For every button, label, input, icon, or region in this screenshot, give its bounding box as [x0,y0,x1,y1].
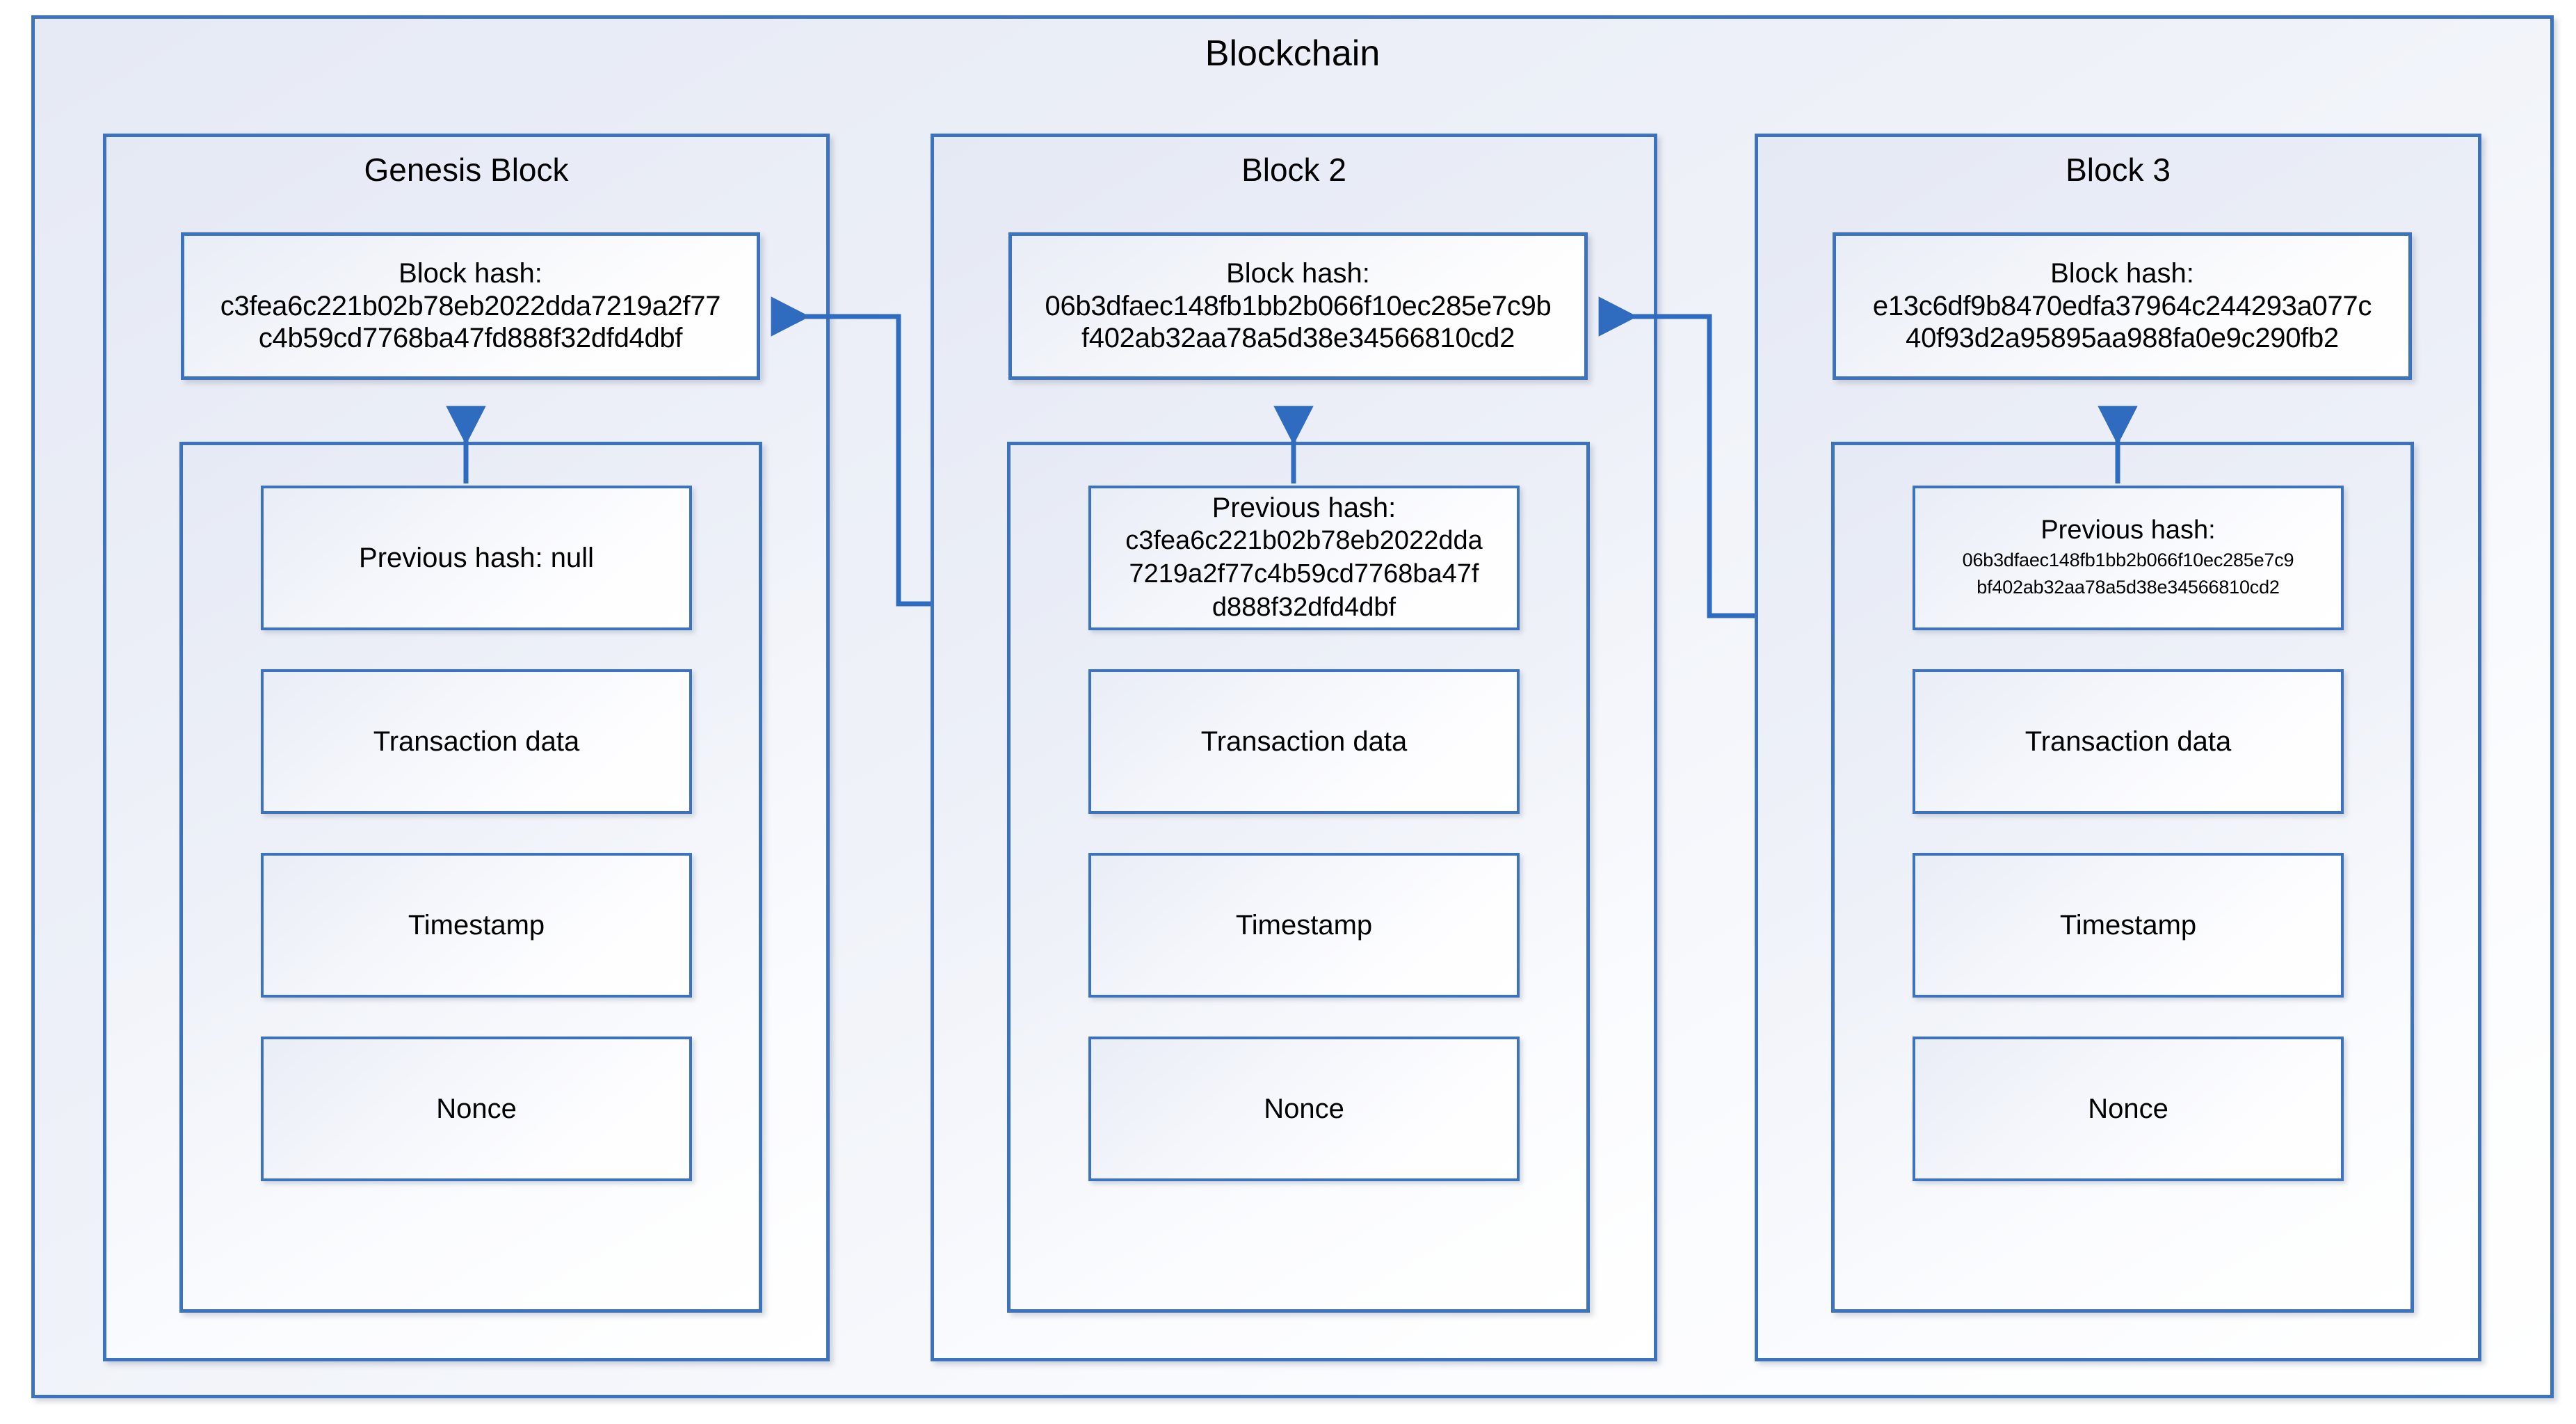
field-previous-hash-genesis: Previous hash: null [261,486,692,630]
field-label: Timestamp [2059,910,2197,941]
block-hash-box-block-3: Block hash: e13c6df9b8470edfa37964c24429… [1833,232,2412,380]
field-label: Transaction data [373,726,580,757]
block-title-block-3: Block 3 [2066,152,2171,188]
block-body-genesis: Previous hash: null Transaction data Tim… [179,442,762,1313]
block-hash-box-block-2: Block hash: 06b3dfaec148fb1bb2b066f10ec2… [1008,232,1588,380]
block-hash-line-1: e13c6df9b8470edfa37964c244293a077c [1872,290,2372,321]
blockchain-title: Blockchain [1205,33,1380,74]
block-hash-line-2: f402ab32aa78a5d38e34566810cd2 [1081,323,1515,354]
field-timestamp-block-2: Timestamp [1088,853,1520,998]
block-body-block-3: Previous hash: 06b3dfaec148fb1bb2b066f10… [1831,442,2414,1313]
field-previous-hash-block-2: Previous hash: c3fea6c221b02b78eb2022dda… [1088,486,1520,630]
field-value-line-2: bf402ab32aa78a5d38e34566810cd2 [1977,576,2280,598]
field-timestamp-genesis: Timestamp [261,853,692,998]
field-value-line-2: 7219a2f77c4b59cd7768ba47f [1129,559,1479,589]
field-label: Transaction data [1200,726,1408,757]
field-previous-hash-block-3: Previous hash: 06b3dfaec148fb1bb2b066f10… [1913,486,2344,630]
field-label: Transaction data [2024,726,2232,757]
block-hash-label: Block hash: [399,258,542,289]
block-body-block-2: Previous hash: c3fea6c221b02b78eb2022dda… [1007,442,1590,1313]
block-hash-line-2: c4b59cd7768ba47fd888f32dfd4dbf [258,323,683,354]
block-title-block-2: Block 2 [1241,152,1346,188]
block-hash-label: Block hash: [1226,258,1370,289]
field-timestamp-block-3: Timestamp [1913,853,2344,998]
block-hash-label: Block hash: [2050,258,2194,289]
block-hash-line-1: 06b3dfaec148fb1bb2b066f10ec285e7c9b [1045,290,1552,321]
block-container-genesis: Genesis Block Block hash: c3fea6c221b02b… [103,134,830,1361]
block-container-block-3: Block 3 Block hash: e13c6df9b8470edfa379… [1755,134,2481,1361]
block-title-genesis: Genesis Block [364,152,569,188]
field-label: Timestamp [1235,910,1373,941]
field-label: Previous hash: null [359,543,594,573]
field-transaction-data-block-3: Transaction data [1913,669,2344,814]
field-label: Nonce [436,1094,517,1124]
field-value-line-1: 06b3dfaec148fb1bb2b066f10ec285e7c9 [1962,549,2294,570]
field-label: Previous hash: [1211,493,1396,524]
field-value-line-3: d888f32dfd4dbf [1211,592,1396,622]
field-label: Nonce [2088,1094,2168,1124]
field-label: Nonce [1264,1094,1344,1124]
block-container-block-2: Block 2 Block hash: 06b3dfaec148fb1bb2b0… [931,134,1657,1361]
block-hash-box-genesis: Block hash: c3fea6c221b02b78eb2022dda721… [181,232,760,380]
field-value-line-1: c3fea6c221b02b78eb2022dda [1125,526,1483,556]
field-transaction-data-block-2: Transaction data [1088,669,1520,814]
block-hash-line-1: c3fea6c221b02b78eb2022dda7219a2f77 [220,290,721,321]
field-label: Timestamp [408,910,545,941]
field-transaction-data-genesis: Transaction data [261,669,692,814]
field-nonce-block-2: Nonce [1088,1037,1520,1181]
block-hash-line-2: 40f93d2a95895aa988fa0e9c290fb2 [1906,323,2339,354]
field-label: Previous hash: [2040,515,2216,545]
field-nonce-block-3: Nonce [1913,1037,2344,1181]
field-nonce-genesis: Nonce [261,1037,692,1181]
